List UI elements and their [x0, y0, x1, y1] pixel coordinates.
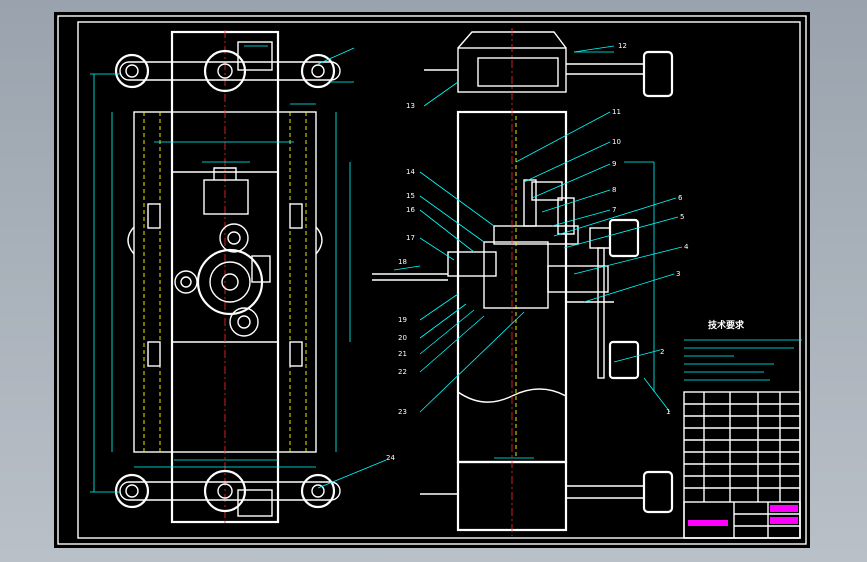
leader-19: 19 [398, 316, 407, 324]
leader-22: 22 [398, 368, 407, 376]
leader-6: 6 [678, 194, 683, 202]
top-view-dimensions [90, 45, 355, 493]
leader-18: 18 [398, 258, 407, 266]
part-leaders: 1 2 3 4 5 6 7 8 9 10 11 12 13 14 15 16 1… [317, 42, 689, 489]
technical-notes: 技术要求 [684, 319, 802, 381]
assembly-drawing: 1 2 3 4 5 6 7 8 9 10 11 12 13 14 15 16 1… [57, 15, 807, 545]
leader-17: 17 [406, 234, 415, 242]
leader-4: 4 [684, 243, 689, 251]
leader-14: 14 [406, 168, 415, 176]
leader-3: 3 [676, 270, 680, 278]
leader-10: 10 [612, 138, 621, 146]
top-view [114, 30, 341, 524]
outer-frame [57, 15, 807, 545]
title-block [683, 391, 801, 539]
leader-7: 7 [612, 206, 616, 214]
front-view [372, 31, 674, 532]
leader-11: 11 [612, 108, 621, 116]
leader-21: 21 [398, 350, 407, 358]
cad-viewport[interactable]: 1 2 3 4 5 6 7 8 9 10 11 12 13 14 15 16 1… [54, 12, 810, 548]
leader-9: 9 [612, 160, 616, 168]
leader-13: 13 [406, 102, 415, 110]
leader-23: 23 [398, 408, 407, 416]
leader-20: 20 [398, 334, 407, 342]
leader-15: 15 [406, 192, 415, 200]
leader-1: 1 [666, 408, 670, 416]
leader-12: 12 [618, 42, 627, 50]
leader-5: 5 [680, 213, 684, 221]
technical-notes-title: 技术要求 [708, 319, 745, 331]
leader-16: 16 [406, 206, 415, 214]
leader-8: 8 [612, 186, 616, 194]
inner-frame [77, 21, 801, 539]
leader-2: 2 [660, 348, 664, 356]
leader-24: 24 [386, 454, 395, 462]
